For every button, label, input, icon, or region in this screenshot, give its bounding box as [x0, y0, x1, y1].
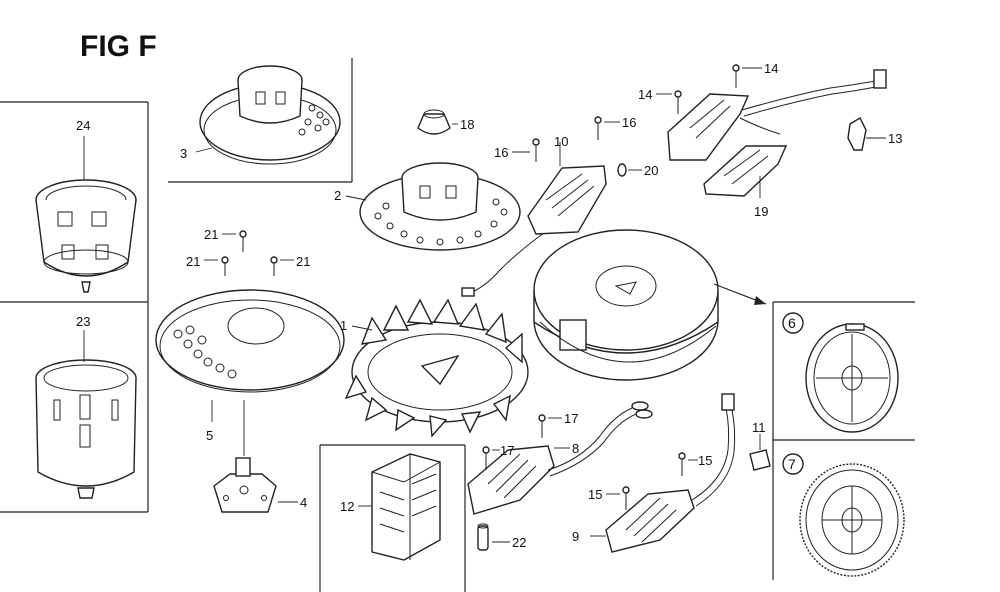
leader-3	[195, 147, 213, 153]
part-14-screws	[674, 64, 740, 114]
callout-21b: 21	[186, 254, 200, 269]
callout-19: 13	[888, 131, 902, 146]
callout-9: 9	[572, 529, 579, 544]
callout-24: 24	[76, 118, 90, 133]
part-7-gear	[799, 463, 905, 577]
part-10-charge-coil	[527, 165, 607, 235]
part-11-grommet	[749, 449, 771, 471]
callout-15a: 15	[698, 453, 712, 468]
callout-14a: 14	[638, 87, 652, 102]
callout-13: 19	[754, 204, 768, 219]
part-20-collar	[617, 163, 627, 177]
part-12-rectifier	[371, 453, 441, 561]
callout-7: 7	[788, 456, 796, 472]
callout-18: 18	[460, 117, 474, 132]
part-4-bracket	[213, 457, 277, 513]
figure-title: FIG F	[80, 30, 157, 63]
callout-1: 1	[340, 318, 347, 333]
part-3-cooling-plate	[199, 65, 341, 165]
callout-3: 3	[180, 146, 187, 161]
part-16-screws-top	[532, 116, 602, 162]
leader-1	[351, 325, 373, 331]
callout-14b: 14	[764, 61, 778, 76]
callout-8: 8	[572, 441, 579, 456]
callout-5: 5	[206, 428, 213, 443]
part-9-exciter-coil	[605, 393, 736, 553]
part-22-pin	[477, 523, 489, 551]
flywheel-arrow-head	[754, 296, 766, 305]
callout-4: 4	[300, 495, 307, 510]
part-19-clip	[847, 117, 867, 151]
part-23-cylinder-cup	[35, 359, 137, 499]
callout-21a: 21	[204, 227, 218, 242]
circled-7-ring	[782, 453, 804, 475]
callout-17b: 17	[500, 443, 514, 458]
part-15-screws	[622, 452, 686, 510]
part-17-screws	[482, 414, 546, 470]
part-1-cooling-fan	[344, 298, 529, 438]
part-5-base-plate	[155, 289, 345, 393]
panel-dividers	[0, 58, 915, 592]
callout-6: 6	[788, 315, 796, 331]
callout-12: 12	[340, 499, 354, 514]
callout-17a: 17	[564, 411, 578, 426]
part-6-pulley	[805, 323, 899, 433]
callout-20: 20	[644, 163, 658, 178]
callout-21c: 21	[296, 254, 310, 269]
callout-16a: 16	[494, 145, 508, 160]
callout-11: 11	[752, 420, 766, 435]
part-21-screws	[221, 230, 278, 276]
wire-10-terminal	[461, 287, 475, 297]
callout-15b: 15	[588, 487, 602, 502]
leader-2	[345, 195, 367, 201]
part-24-starter-cup	[35, 179, 137, 293]
callout-10: 10	[554, 134, 568, 149]
part-13-double-coil	[667, 69, 887, 197]
callout-22: 22	[512, 535, 526, 550]
flywheel	[533, 229, 719, 381]
callout-2: 2	[334, 188, 341, 203]
part-18-nut	[417, 109, 451, 135]
part-2-perforated-plate	[359, 162, 521, 251]
callout-16b: 16	[622, 115, 636, 130]
part-8-ignition-coil	[467, 401, 653, 515]
circled-6-ring	[782, 312, 804, 334]
callout-23: 23	[76, 314, 90, 329]
wire-10	[471, 229, 549, 293]
